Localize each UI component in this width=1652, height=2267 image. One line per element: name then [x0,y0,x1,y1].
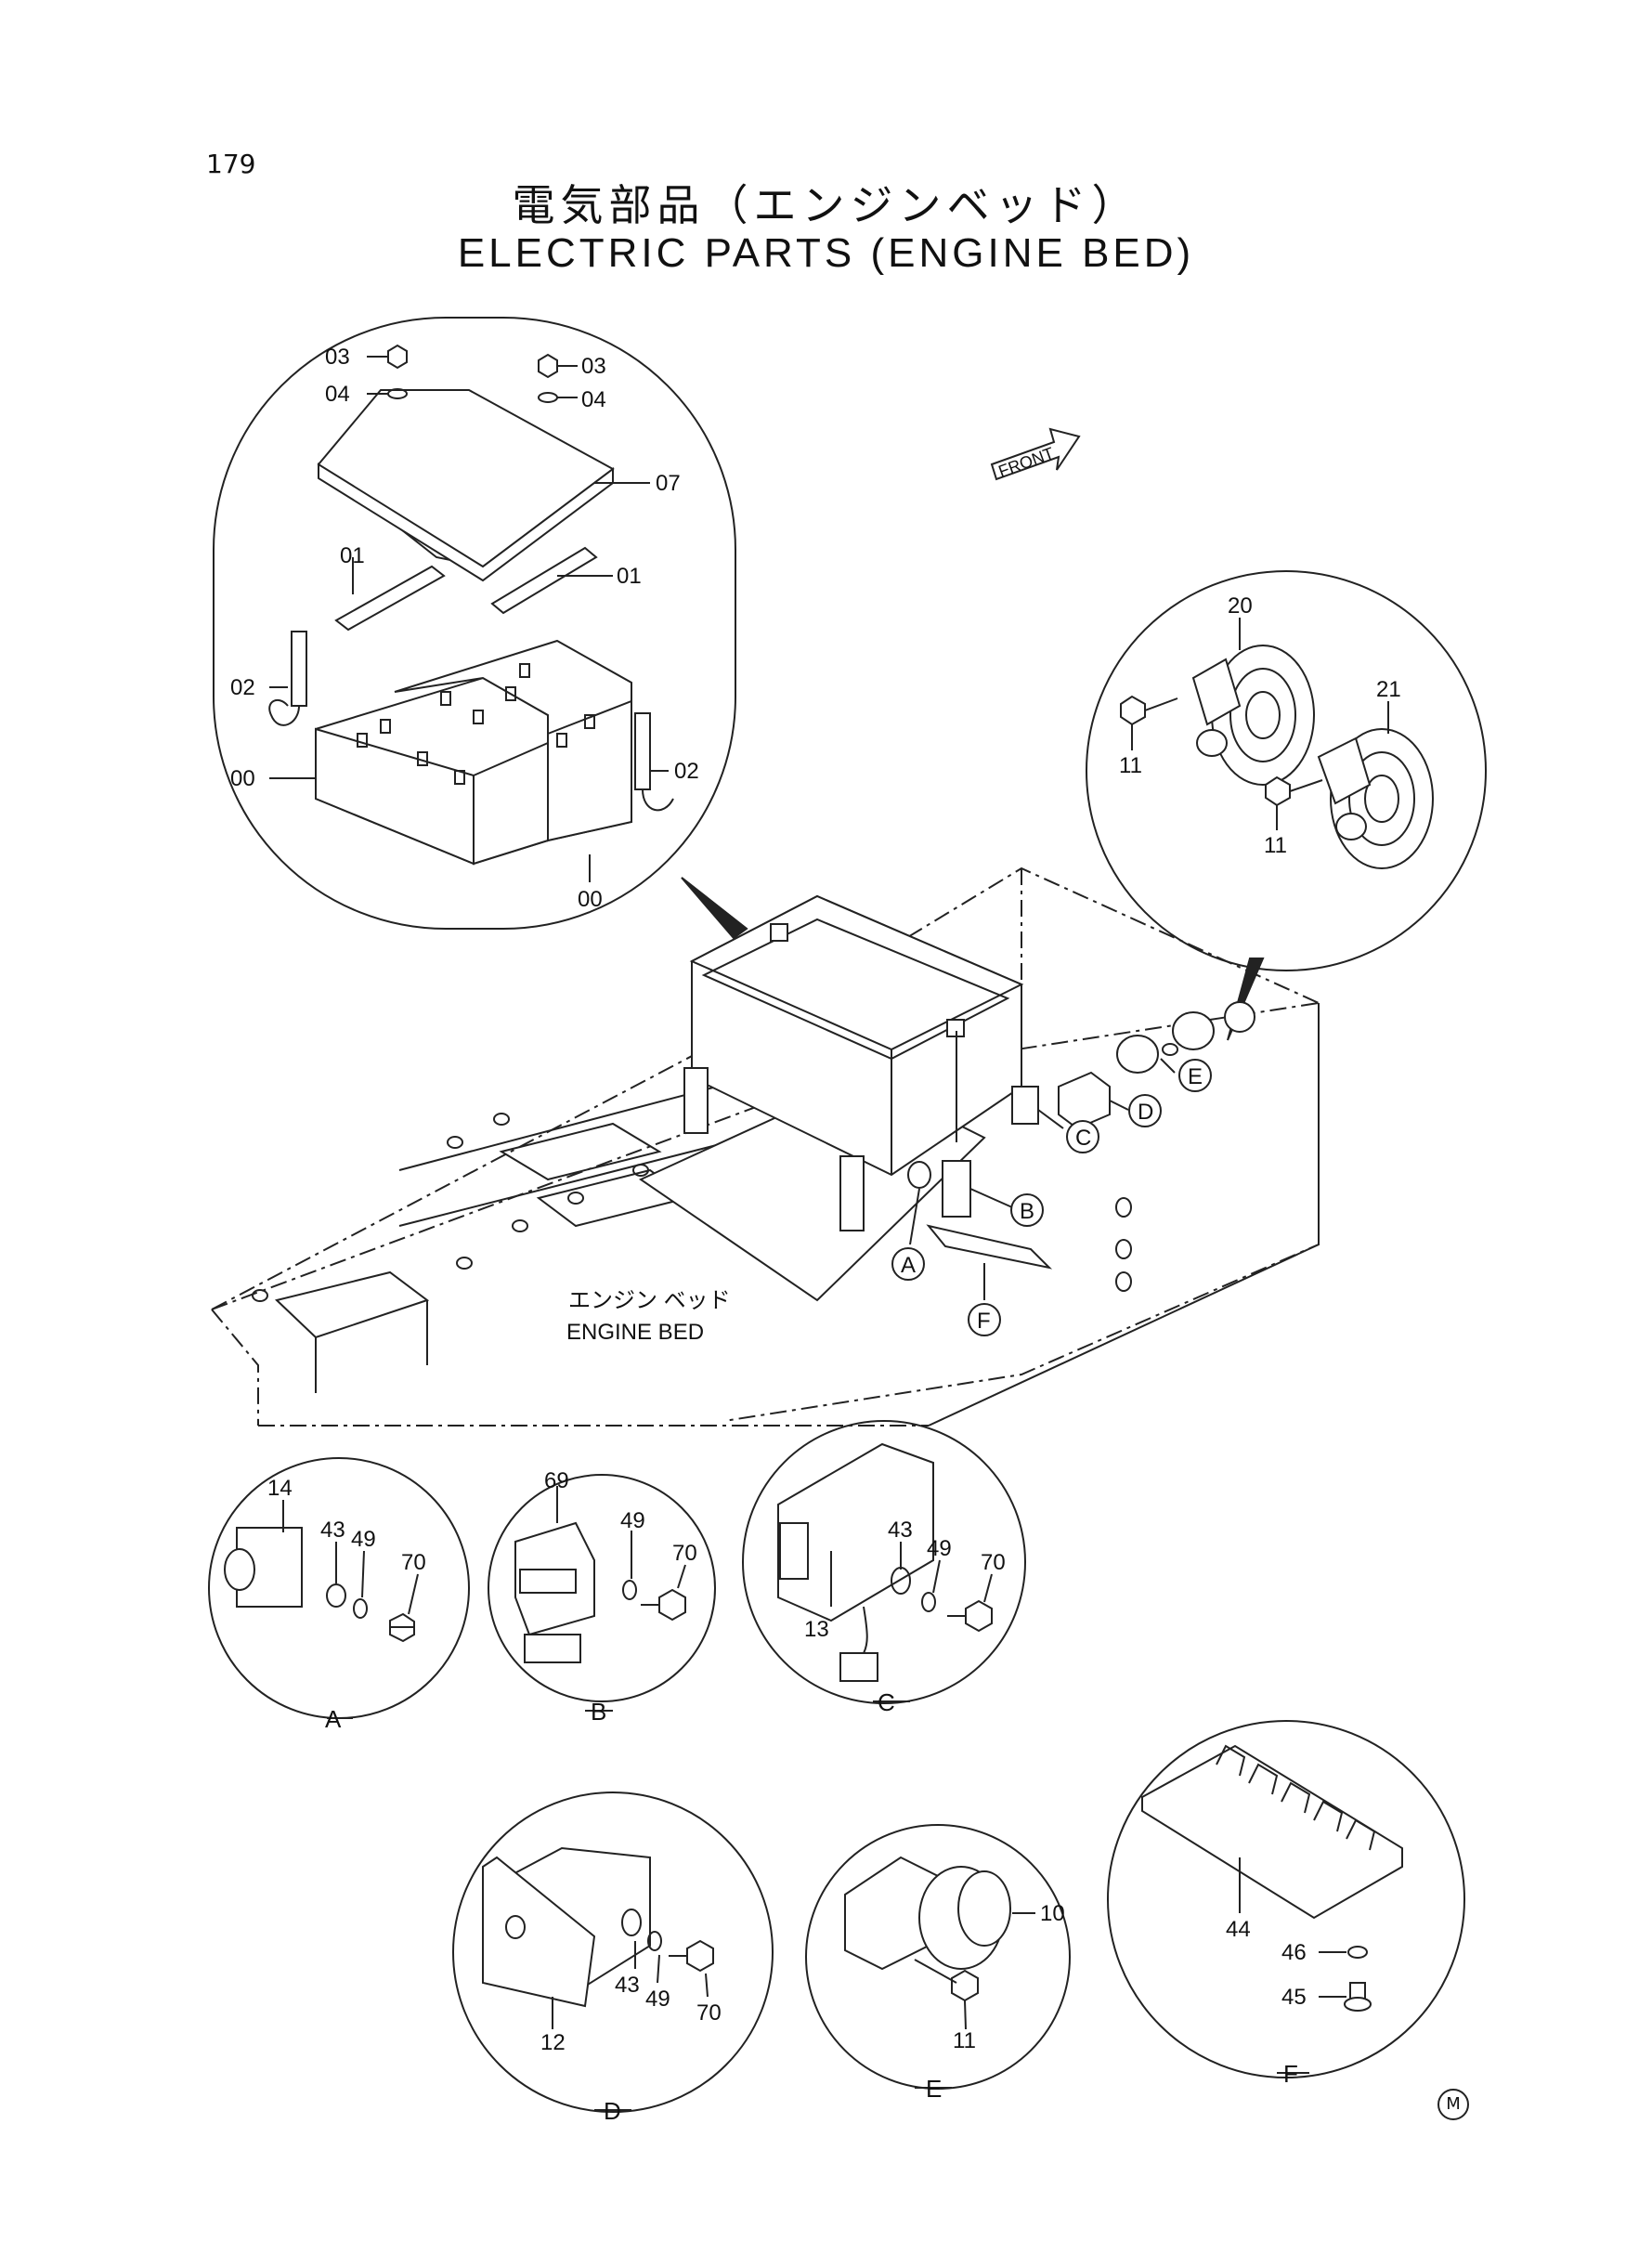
detail-e-part-2: 11 [953,2028,976,2053]
callout-battery-9: 02 [674,759,699,784]
horn-detail: 20 21 11 11 [1086,570,1487,1041]
detail-e-label: E [926,2075,942,2103]
detail-c-part-1: 43 [888,1518,913,1543]
engine-bed-assembly [211,866,1320,1427]
detail-b-label: B [591,1698,606,1726]
detail-a-part-2: 43 [320,1518,345,1543]
manufacturer-mark-icon: M [1437,2089,1469,2120]
marker-b: B [1020,1199,1034,1224]
marker-d: D [1138,1100,1153,1125]
detail-d: 12 43 49 70 D [452,1791,774,2125]
title-english: ELECTRIC PARTS (ENGINE BED) [457,230,1195,276]
title-japanese: 電気部品（エンジンベッド） [512,180,1140,230]
marker-e: E [1188,1064,1203,1089]
detail-d-part-3: 49 [645,1987,670,2012]
detail-c: 43 49 70 13 C [742,1420,1026,1716]
detail-f-part-3: 45 [1281,1985,1307,2010]
detail-a: 14 43 49 70 A [208,1457,470,1733]
detail-c-part-3: 70 [981,1550,1006,1575]
marker-c: C [1075,1126,1091,1151]
front-arrow-icon: FRONT [990,427,1081,481]
detail-f-label: F [1283,2060,1298,2088]
detail-c-part-4: 13 [804,1617,829,1642]
callout-horn-1: 20 [1228,593,1253,619]
detail-d-part-1: 12 [540,2030,566,2055]
callout-battery-10: 00 [230,766,255,791]
callout-battery-2: 04 [325,382,350,407]
page-number: 179 [206,149,256,179]
detail-e: 10 11 E [805,1824,1071,2103]
detail-b-part-2: 49 [620,1508,645,1533]
callout-horn-2: 21 [1376,677,1401,702]
callout-battery-11: 00 [578,887,603,912]
detail-d-part-4: 70 [696,2000,722,2026]
detail-c-part-2: 49 [927,1536,952,1561]
detail-a-part-1: 14 [267,1476,293,1501]
front-label: FRONT [996,444,1057,481]
detail-f: 44 46 45 F [1107,1720,1465,2088]
detail-a-part-3: 49 [351,1527,376,1552]
detail-b-part-3: 70 [672,1541,697,1566]
detail-f-part-2: 46 [1281,1940,1307,1965]
engine-bed-label-en: ENGINE BED [566,1320,704,1345]
detail-b: 69 49 70 B [488,1468,716,1726]
callout-battery-4: 04 [581,387,606,412]
callout-horn-4: 11 [1264,833,1287,858]
callout-battery-1: 03 [325,345,350,370]
detail-b-part-1: 69 [544,1468,569,1493]
battery-detail: 03 04 03 04 07 01 01 02 02 00 00 [213,317,748,940]
callout-battery-3: 03 [581,354,606,379]
engine-bed-label-jp: エンジン ベッド [568,1288,731,1313]
detail-d-part-2: 43 [615,1973,640,1998]
marker-a: A [901,1253,916,1278]
detail-c-label: C [878,1688,895,1716]
detail-d-label: D [604,2097,621,2125]
callout-battery-8: 02 [230,675,255,700]
callout-battery-5: 07 [656,471,681,496]
marker-f: F [977,1309,991,1334]
detail-e-part-1: 10 [1040,1901,1065,1926]
callout-battery-7: 01 [617,564,642,589]
detail-a-part-4: 70 [401,1550,426,1575]
callout-horn-3: 11 [1119,753,1142,778]
view-markers: A B C D E F [891,1059,1212,1336]
detail-a-label: A [325,1705,342,1733]
detail-f-part-1: 44 [1226,1917,1251,1942]
callout-battery-6: 01 [340,543,365,568]
